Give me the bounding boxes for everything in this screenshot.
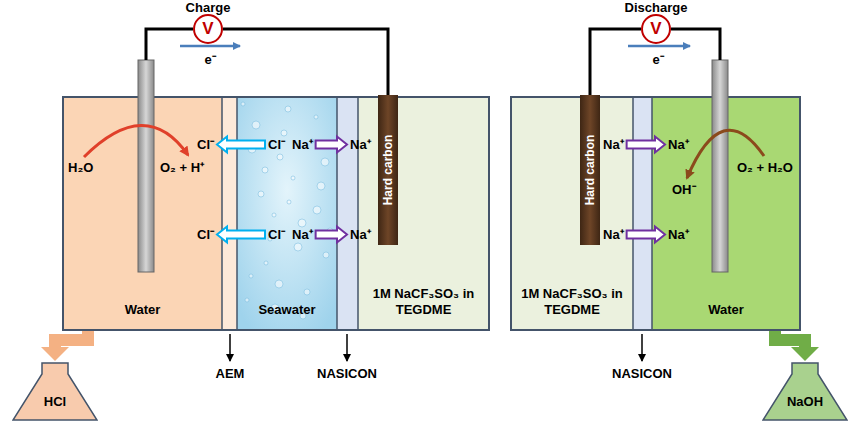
ion-arrow (627, 137, 665, 153)
voltmeter: V (193, 14, 223, 44)
node-text: 1M NaCF₃SO₃ in TEGDME (520, 286, 624, 318)
label: H₂O (68, 160, 93, 175)
label: Na⁺ (668, 137, 689, 152)
label: e⁻ (652, 52, 663, 67)
label: Cl⁻ (268, 137, 285, 152)
wire (590, 29, 641, 95)
flask-outline (762, 362, 848, 421)
label: Cl⁻ (197, 137, 214, 152)
product-flow-arrow (41, 331, 88, 361)
label: AEM (216, 366, 245, 381)
node-text: Water (708, 302, 744, 318)
label: Discharge (625, 0, 688, 15)
label: Cl⁻ (268, 227, 285, 242)
label: Na⁺ (603, 227, 624, 242)
node-text: Hard carbon (582, 135, 598, 206)
node-text: V (202, 21, 213, 37)
ion-arrow (217, 137, 265, 153)
wire (223, 29, 388, 95)
node-text: NaOH (762, 394, 848, 410)
label: Charge (186, 0, 231, 15)
ion-arrow (217, 227, 265, 243)
label: Na⁺ (350, 137, 371, 152)
label: NASICON (612, 366, 672, 381)
label: Na⁺ (292, 137, 313, 152)
label: Cl⁻ (197, 227, 214, 242)
node-text: Seawater (258, 302, 315, 318)
label: Na⁺ (350, 227, 371, 242)
ion-arrow (627, 227, 665, 243)
hcl-flask: HCl (12, 362, 98, 421)
label: NASICON (317, 366, 377, 381)
water-compartment: Water (63, 97, 222, 330)
label: O₂ + H⁺ (160, 160, 204, 175)
label: e⁻ (204, 52, 215, 67)
flask-outline (12, 362, 98, 421)
hard-carbon-electrode: Hard carbon (378, 95, 398, 245)
discharge-cell (511, 29, 800, 361)
label: O₂ + H₂O (737, 160, 793, 175)
node-text: 1M NaCF₃SO₃ in TEGDME (372, 286, 476, 318)
node-text: Hard carbon (380, 135, 396, 206)
naoh-flask: NaOH (762, 362, 848, 421)
label: Na⁺ (668, 227, 689, 242)
seawater-compartment: Seawater (237, 97, 337, 330)
voltmeter: V (641, 14, 671, 44)
electrolyte-compartment: 1M NaCF₃SO₃ in TEGDME (511, 97, 633, 330)
node-text: Water (125, 302, 161, 318)
ion-arrow (316, 137, 347, 153)
charge-cell (63, 29, 489, 361)
product-flow-arrow (775, 331, 819, 361)
hard-carbon-electrode: Hard carbon (580, 95, 600, 245)
label: OH⁻ (672, 182, 696, 197)
ion-arrow (316, 227, 347, 243)
node-text: V (650, 21, 661, 37)
node-text: HCl (12, 394, 98, 410)
label: Na⁺ (603, 137, 624, 152)
label: Na⁺ (292, 227, 313, 242)
water-compartment: Water (652, 97, 800, 330)
